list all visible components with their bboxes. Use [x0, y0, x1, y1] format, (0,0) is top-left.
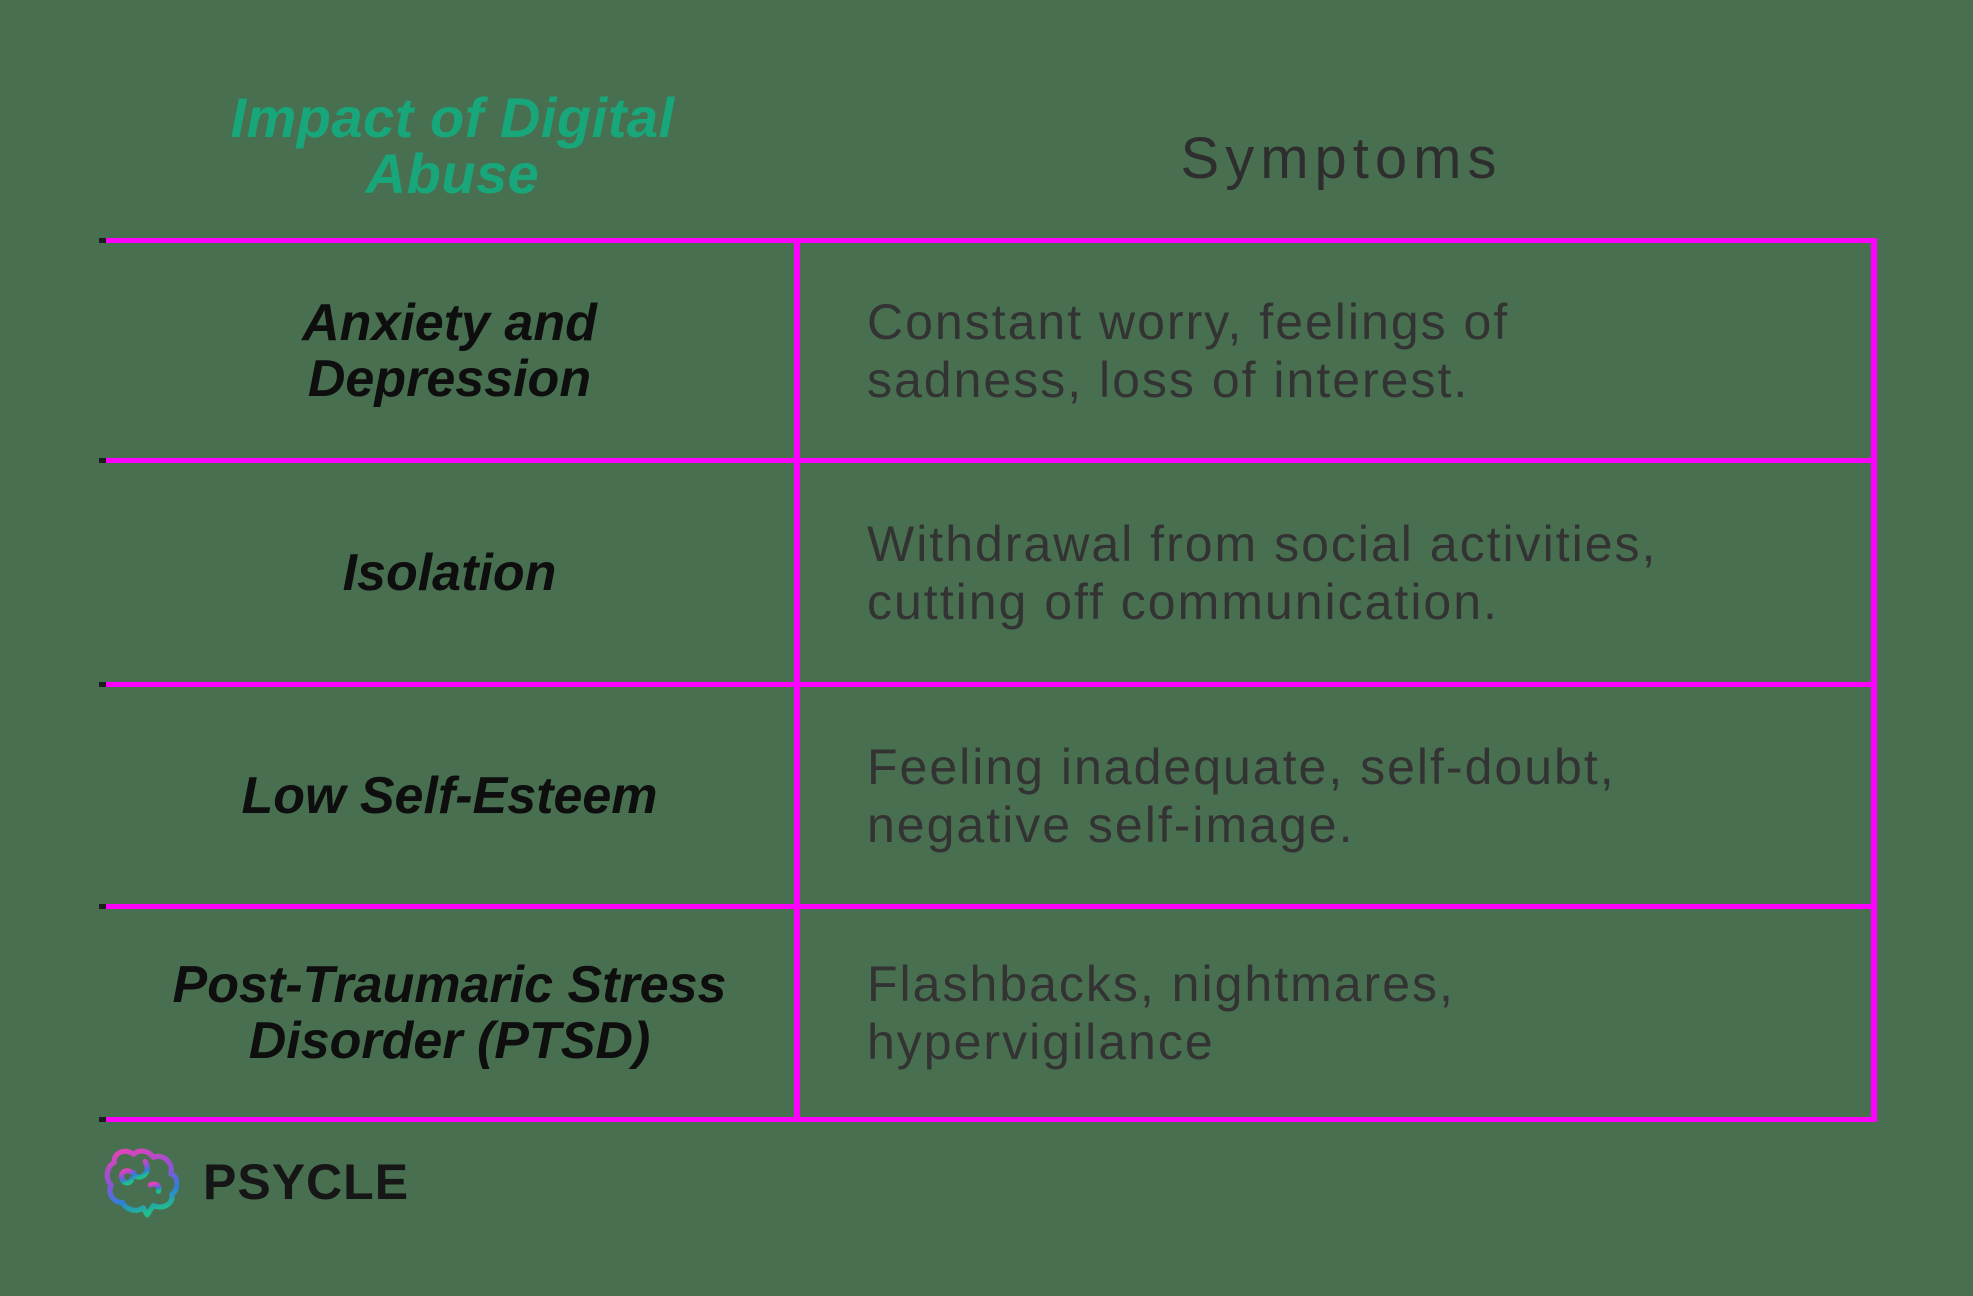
impact-symptoms-table: Anxiety and Depression Constant worry, f… — [105, 238, 1877, 1122]
table-row-3-impact-cell: Low Self-Esteem — [105, 682, 800, 904]
symptom-text: Withdrawal from social activities, cutti… — [867, 515, 1657, 631]
psycle-logo: PSYCLE — [103, 1146, 409, 1223]
impact-label: Isolation — [343, 545, 557, 601]
brain-icon — [103, 1146, 180, 1223]
brand-name: PSYCLE — [203, 1153, 410, 1210]
impact-title-line1: Impact of Digital — [230, 86, 675, 149]
symptom-text-line: negative self-image. — [867, 796, 1355, 853]
rule-endcap — [99, 1117, 106, 1122]
rule-endcap — [99, 458, 106, 463]
symptom-text: Constant worry, feelings of sadness, los… — [867, 293, 1509, 409]
symptom-text-line: hypervigilance — [867, 1014, 1215, 1070]
impact-label: Post-Traumaric Stress Disorder (PTSD) — [173, 957, 727, 1069]
symptom-text: Flashbacks, nightmares, hypervigilance — [867, 955, 1455, 1071]
rule-endcap — [99, 682, 106, 687]
symptom-text-line: Flashbacks, nightmares, — [867, 956, 1455, 1012]
symptom-text-line: Constant worry, feelings of — [867, 293, 1510, 350]
impact-label: Low Self-Esteem — [241, 768, 657, 824]
table-row-1-impact-cell: Anxiety and Depression — [105, 238, 800, 458]
impact-label-line: Depression — [307, 349, 592, 408]
symptom-text-line: cutting off communication. — [867, 573, 1499, 630]
symptoms-column-title: Symptoms — [1180, 126, 1503, 191]
table-row-2-symptoms-cell: Withdrawal from social activities, cutti… — [800, 458, 1877, 682]
rule-endcap — [99, 238, 106, 243]
symptom-text-line: Withdrawal from social activities, — [867, 515, 1658, 572]
rule-endcap — [99, 904, 106, 909]
table-row-1-symptoms-cell: Constant worry, feelings of sadness, los… — [800, 238, 1877, 458]
impact-label-line: Post-Traumaric Stress — [172, 956, 727, 1014]
table-row-2-impact-cell: Isolation — [105, 458, 800, 682]
symptom-text-line: Feeling inadequate, self-doubt, — [867, 738, 1616, 795]
impact-label: Anxiety and Depression — [302, 295, 597, 407]
table-row-3-symptoms-cell: Feeling inadequate, self-doubt, negative… — [800, 682, 1877, 904]
symptom-text: Feeling inadequate, self-doubt, negative… — [867, 738, 1616, 854]
symptom-text-line: sadness, loss of interest. — [867, 351, 1470, 408]
impact-label-line: Low Self-Esteem — [241, 766, 658, 825]
impact-label-line: Anxiety and — [302, 293, 597, 352]
impact-column-title: Impact of Digital Abuse — [105, 90, 800, 202]
impact-label-line: Disorder (PTSD) — [248, 1012, 651, 1070]
impact-title-line2: Abuse — [365, 142, 540, 205]
table-row-4-symptoms-cell: Flashbacks, nightmares, hypervigilance — [800, 904, 1877, 1122]
table-row-4-impact-cell: Post-Traumaric Stress Disorder (PTSD) — [105, 904, 800, 1122]
impact-label-line: Isolation — [342, 543, 557, 602]
